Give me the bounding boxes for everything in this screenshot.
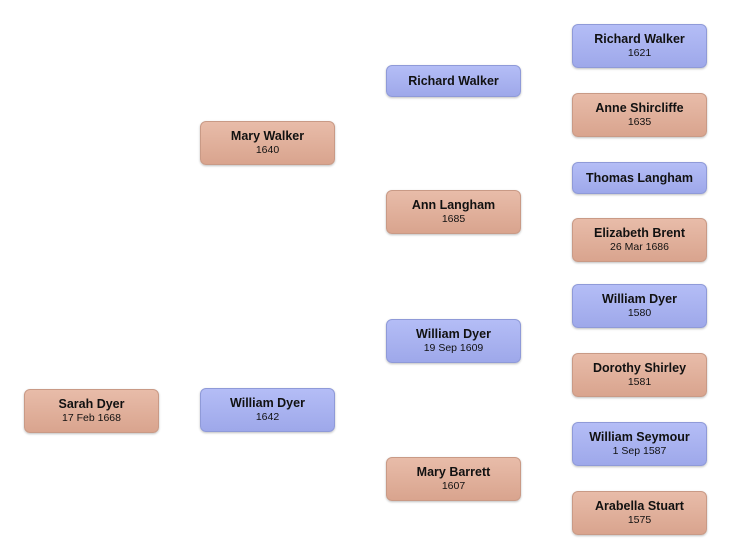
person-name: Richard Walker	[594, 32, 685, 46]
person-name: Thomas Langham	[586, 170, 693, 185]
person-date: 1640	[255, 144, 280, 156]
person-name: Arabella Stuart	[595, 499, 684, 513]
person-date: 1 Sep 1587	[612, 445, 667, 457]
person-name: William Dyer	[602, 292, 677, 306]
person-date: 1580	[627, 307, 652, 319]
person-card-gen3-6[interactable]: Dorothy Shirley 1581	[572, 353, 707, 397]
person-date: 1621	[627, 47, 652, 59]
person-name: Anne Shircliffe	[595, 101, 684, 115]
person-card-gen2-2[interactable]: Ann Langham 1685	[386, 190, 521, 234]
person-name: William Dyer	[230, 396, 305, 410]
person-card-gen3-7[interactable]: William Seymour 1 Sep 1587	[572, 422, 707, 466]
person-date: 1607	[441, 480, 466, 492]
person-date: 19 Sep 1609	[423, 342, 484, 354]
person-name: Elizabeth Brent	[594, 226, 685, 240]
person-card-gen2-3[interactable]: William Dyer 19 Sep 1609	[386, 319, 521, 363]
person-name: Richard Walker	[408, 73, 499, 88]
person-date: 17 Feb 1668	[62, 412, 121, 424]
person-name: Ann Langham	[411, 198, 496, 212]
person-date: 1575	[627, 514, 652, 526]
person-name: Sarah Dyer	[58, 397, 125, 411]
person-card-father[interactable]: William Dyer 1642	[200, 388, 335, 432]
person-card-gen3-8[interactable]: Arabella Stuart 1575	[572, 491, 707, 535]
person-date: 1581	[627, 376, 652, 388]
person-card-gen3-1[interactable]: Richard Walker 1621	[572, 24, 707, 68]
person-name: Dorothy Shirley	[592, 361, 687, 375]
person-name: Mary Walker	[230, 129, 305, 143]
person-name: Mary Barrett	[416, 465, 491, 479]
person-date: 26 Mar 1686	[610, 241, 669, 253]
person-date: 1642	[255, 411, 280, 423]
person-card-gen2-1[interactable]: Richard Walker	[386, 65, 521, 97]
person-date: 1635	[627, 116, 652, 128]
person-card-gen3-3[interactable]: Thomas Langham	[572, 162, 707, 194]
person-card-root[interactable]: Sarah Dyer 17 Feb 1668	[24, 389, 159, 433]
person-name: William Seymour	[589, 430, 690, 444]
person-card-gen3-5[interactable]: William Dyer 1580	[572, 284, 707, 328]
person-card-gen2-4[interactable]: Mary Barrett 1607	[386, 457, 521, 501]
person-card-gen3-2[interactable]: Anne Shircliffe 1635	[572, 93, 707, 137]
person-name: William Dyer	[416, 327, 491, 341]
person-card-mother[interactable]: Mary Walker 1640	[200, 121, 335, 165]
person-date: 1685	[441, 213, 466, 225]
person-card-gen3-4[interactable]: Elizabeth Brent 26 Mar 1686	[572, 218, 707, 262]
